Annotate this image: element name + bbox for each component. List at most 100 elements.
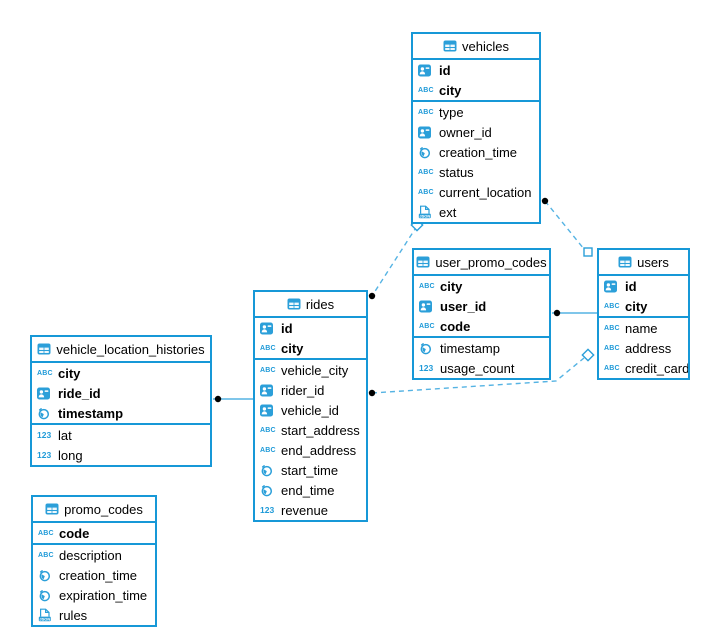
column-row-user_id[interactable]: user_id [414,296,549,316]
column-name: revenue [281,502,328,518]
column-name: rider_id [281,382,325,398]
column-name: id [625,278,637,294]
text-type-icon: ABC [418,168,434,176]
text-type-icon: ABC [419,322,435,330]
relation-dot-end [553,309,561,317]
id-type-icon [418,126,434,139]
text-type-icon: ABC [260,366,276,374]
column-row-timestamp[interactable]: timestamp [414,338,549,358]
column-row-expiration_time[interactable]: expiration_time [33,585,155,605]
column-row-long[interactable]: 123 long [32,445,210,465]
columns-section: 123 lat 123 long [32,425,210,465]
text-type-icon: ABC [418,108,434,116]
number-type-icon: 123 [37,430,52,440]
table-header[interactable]: vehicles [413,34,539,60]
column-name: creation_time [439,144,518,160]
table-icon [45,503,59,515]
column-name: long [58,447,83,463]
relation-diamond-end [583,247,593,257]
column-row-owner_id[interactable]: owner_id [413,122,539,142]
number-type-icon: 123 [419,363,434,373]
table-name: promo_codes [64,501,143,517]
text-type-icon: ABC [419,282,435,290]
column-name: credit_card [625,360,688,376]
column-row-revenue[interactable]: 123 revenue [255,500,366,520]
column-name: code [440,318,471,334]
table-name: user_promo_codes [435,254,547,270]
table-header[interactable]: promo_codes [33,497,155,523]
column-row-rider_id[interactable]: rider_id [255,380,366,400]
relation-line-vehicles-users[interactable] [544,200,585,250]
column-name: ride_id [58,385,101,401]
column-name: rules [59,607,88,623]
column-row-id[interactable]: id [413,60,539,80]
column-row-lat[interactable]: 123 lat [32,425,210,445]
column-row-creation_time[interactable]: creation_time [33,565,155,585]
number-type-icon: 123 [37,450,52,460]
time-type-icon [38,569,54,582]
table-header[interactable]: users [599,250,688,276]
column-row-timestamp[interactable]: timestamp [32,403,210,423]
column-name: id [439,62,451,78]
relation-line-vehicles-rides[interactable] [371,225,418,297]
column-row-id[interactable]: id [599,276,688,296]
column-row-creation_time[interactable]: creation_time [413,142,539,162]
table-name: vehicles [462,38,509,54]
id-type-icon [604,280,620,293]
text-type-icon: ABC [260,446,276,454]
table-name: vehicle_location_histories [56,341,205,357]
column-row-ride_id[interactable]: ride_id [32,383,210,403]
column-row-start_time[interactable]: start_time [255,460,366,480]
json-type-icon: JSON [38,608,54,622]
table-header[interactable]: rides [255,292,366,318]
column-row-end_time[interactable]: end_time [255,480,366,500]
column-row-id[interactable]: id [255,318,366,338]
text-type-icon: ABC [604,364,620,372]
column-row-code[interactable]: ABC code [414,316,549,336]
column-row-credit_card[interactable]: ABC credit_card [599,358,688,378]
table-header[interactable]: vehicle_location_histories [32,337,210,363]
column-name: lat [58,427,72,443]
column-row-rules[interactable]: JSON rules [33,605,155,625]
table-name: users [637,254,669,270]
relation-dot-end [368,389,376,397]
relation-line-rides-users[interactable] [371,357,585,394]
column-name: city [625,298,648,314]
number-type-icon: 123 [260,505,275,515]
column-name: user_id [440,298,487,314]
table-header[interactable]: user_promo_codes [414,250,549,276]
time-type-icon [260,484,276,497]
column-row-vehicle_id[interactable]: vehicle_id [255,400,366,420]
